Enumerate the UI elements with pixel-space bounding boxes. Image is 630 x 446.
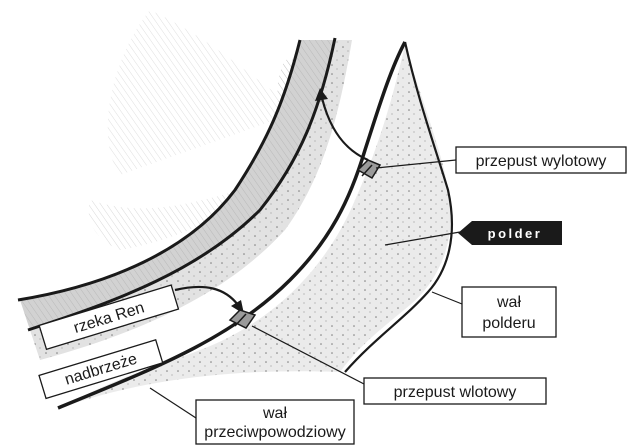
svg-text:wał: wał — [262, 405, 287, 422]
svg-text:polder: polder — [488, 226, 543, 241]
svg-text:polderu: polderu — [482, 315, 535, 332]
svg-text:przeciwpowodziowy: przeciwpowodziowy — [204, 424, 345, 441]
label-polder: polder — [458, 221, 562, 245]
polder-dike-leader — [432, 292, 462, 304]
svg-text:wał: wał — [496, 294, 521, 311]
label-inlet-culvert: przepust wlotowy — [364, 378, 546, 404]
svg-text:przepust wylotowy: przepust wylotowy — [476, 153, 607, 170]
label-polder-dike: wał polderu — [462, 287, 556, 337]
svg-text:przepust wlotowy: przepust wlotowy — [394, 384, 517, 401]
label-outlet-culvert: przepust wylotowy — [456, 147, 626, 173]
flood-dike-leader — [150, 388, 196, 418]
label-flood-dike: wał przeciwpowodziowy — [196, 400, 354, 444]
